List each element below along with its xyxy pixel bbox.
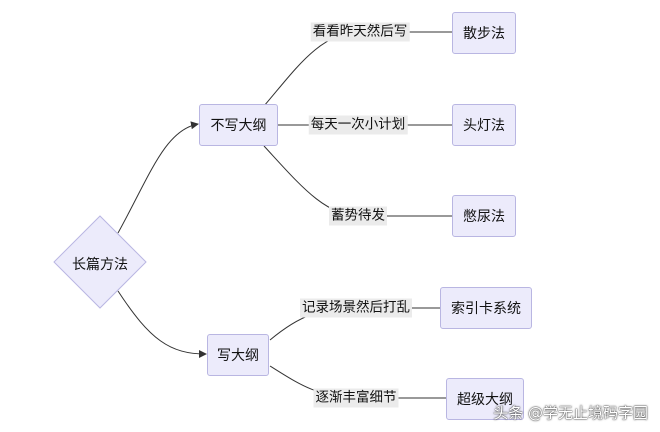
leaf-node-walk[interactable]: 散步法 <box>452 12 516 54</box>
leaf-node-index-card[interactable]: 索引卡系统 <box>440 287 532 329</box>
root-node-label: 长篇方法 <box>72 257 128 273</box>
branch-node-outline[interactable]: 写大纲 <box>207 334 269 376</box>
edge-no-outline-to-walk <box>263 31 452 107</box>
leaf-node-headlight[interactable]: 头灯法 <box>452 104 516 146</box>
edge-label-super-outline: 逐渐丰富细节 <box>313 388 399 408</box>
leaf-node-super-outline[interactable]: 超级大纲 <box>446 378 524 420</box>
leaf-node-hold[interactable]: 憋尿法 <box>452 195 516 237</box>
edge-root-to-no-outline <box>117 121 199 234</box>
branch-node-no-outline[interactable]: 不写大纲 <box>199 104 278 146</box>
edge-root-to-outline <box>117 290 207 358</box>
edge-label-headlight: 每天一次小计划 <box>308 115 408 135</box>
watermark-text: 头条 @学无止境码字园 <box>493 404 648 422</box>
edge-label-hold: 蓄势待发 <box>329 206 387 226</box>
edge-label-walk: 看看昨天然后写 <box>310 22 410 42</box>
edge-label-index-card: 记录场景然后打乱 <box>300 298 412 318</box>
edge-no-outline-to-hold <box>263 145 452 217</box>
root-diamond-shape[interactable] <box>53 215 147 309</box>
